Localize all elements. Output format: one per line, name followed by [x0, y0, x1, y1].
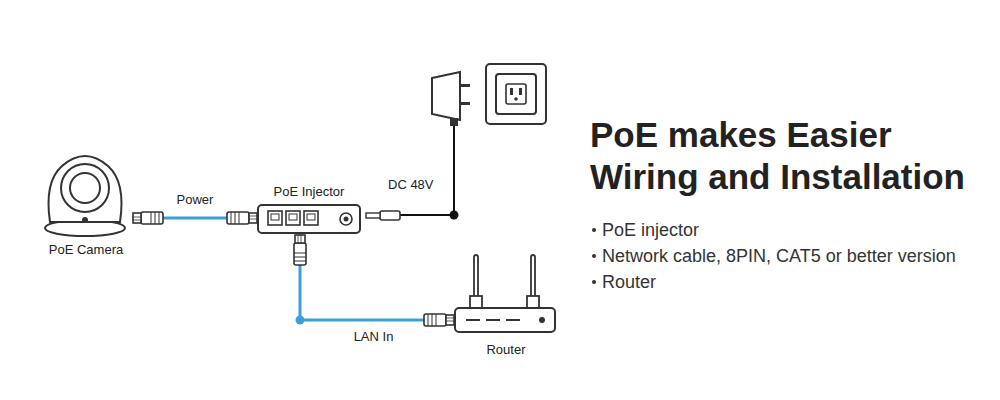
- device-label: PoE Camera: [49, 241, 123, 258]
- rj45-plug: [294, 235, 306, 265]
- rj45-plug: [227, 212, 257, 224]
- device-node: PoE Camera: [40, 145, 132, 258]
- wall-outlet: [486, 64, 546, 124]
- device-label: PoE Injector: [274, 183, 345, 200]
- device-node: PoE Injector: [258, 183, 360, 234]
- rj45-plug: [424, 314, 454, 326]
- power-adapter: [366, 72, 470, 220]
- list-item: Network cable, 8PIN, CAT5 or better vers…: [602, 245, 956, 267]
- cable-label: LAN In: [352, 328, 396, 345]
- device-node: Router: [455, 250, 557, 358]
- camera-illustration: [45, 156, 125, 236]
- router-illustration: [455, 255, 555, 332]
- bullet-dot: [592, 280, 596, 284]
- bullet-dot: [592, 228, 596, 232]
- network-cable: [300, 234, 455, 320]
- list-item: Router: [602, 271, 656, 293]
- bullet-dot: [592, 254, 596, 258]
- voltage-label: DC 48V: [388, 176, 434, 193]
- list-item: PoE injector: [602, 219, 699, 241]
- injector-illustration: [258, 205, 360, 233]
- junction-dot: [296, 316, 305, 325]
- rj45-plug: [133, 212, 163, 224]
- cable-label: Power: [175, 191, 216, 208]
- title: PoE makes Easier Wiring and Installation: [590, 114, 985, 198]
- device-label: Router: [486, 341, 525, 358]
